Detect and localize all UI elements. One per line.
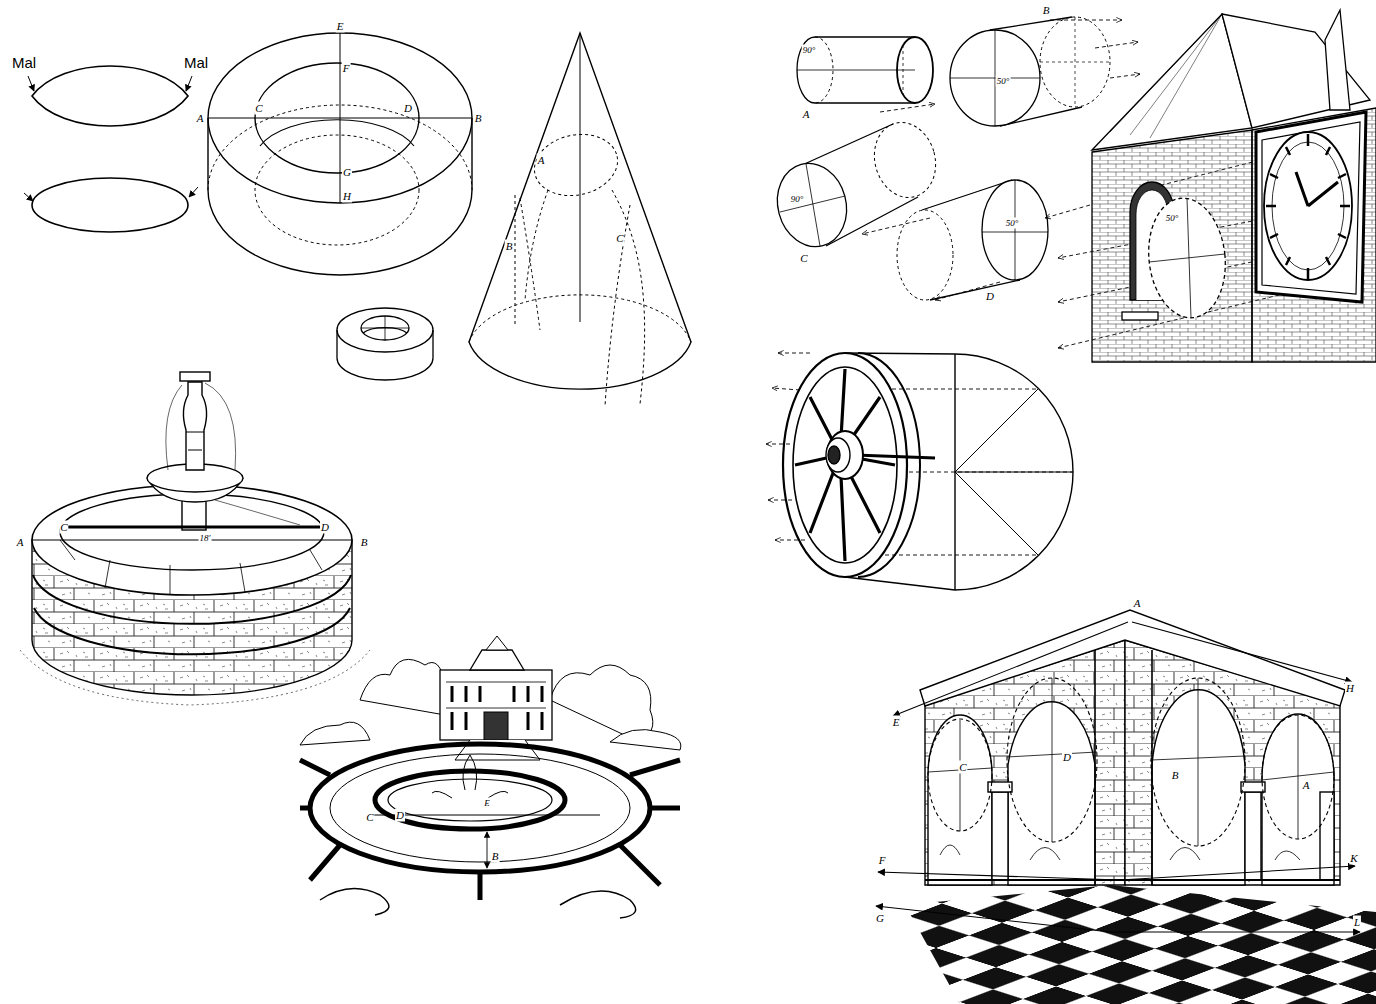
point-letter: B xyxy=(505,240,514,253)
point-letter: E xyxy=(892,716,901,729)
point-letter: A xyxy=(16,536,25,549)
cylinder-b xyxy=(950,17,1110,126)
point-letter: D xyxy=(1062,751,1072,764)
cylinder-d xyxy=(897,180,1048,300)
ring-cylinder xyxy=(208,33,472,275)
point-letter: F xyxy=(878,854,887,867)
point-letter: 50° xyxy=(1165,213,1180,224)
ellipse-examples xyxy=(32,66,188,232)
point-letter: B xyxy=(1042,4,1051,17)
point-letter: D xyxy=(320,521,330,534)
point-letter: K xyxy=(1349,852,1358,865)
point-letter: H xyxy=(1345,682,1355,695)
point-letter: B xyxy=(360,536,369,549)
point-letter: G xyxy=(342,166,352,179)
point-letter: B xyxy=(1171,769,1180,782)
point-letter: C xyxy=(59,521,68,534)
error-label: Mal xyxy=(183,54,209,71)
point-letter: A xyxy=(1302,779,1311,792)
point-letter: 18' xyxy=(199,533,212,544)
point-letter: C xyxy=(958,761,967,774)
point-letter: C xyxy=(799,252,808,265)
clock-tower xyxy=(1092,10,1376,362)
wheel-projection-arrows xyxy=(766,353,810,540)
point-letter: G xyxy=(875,912,885,925)
cone xyxy=(469,33,691,406)
point-letter: 50° xyxy=(1005,218,1020,229)
point-letter: D xyxy=(395,809,405,822)
point-letter: A xyxy=(196,112,205,125)
point-letter: A xyxy=(537,154,546,167)
arcade-floor xyxy=(880,880,1376,1004)
cylinder-a xyxy=(797,37,933,103)
stone-fountain xyxy=(20,372,370,705)
point-letter: 90° xyxy=(802,45,817,56)
point-letter: D xyxy=(985,290,995,303)
point-letter: C xyxy=(615,232,624,245)
small-ring xyxy=(337,308,433,380)
point-letter: E xyxy=(336,20,345,33)
point-letter: F xyxy=(342,62,351,75)
point-letter: 50° xyxy=(996,76,1011,87)
point-letter: D xyxy=(403,102,413,115)
cylinder-c xyxy=(768,116,944,255)
point-letter: L xyxy=(1353,916,1361,929)
point-letter: A xyxy=(802,108,811,121)
arcade xyxy=(876,610,1360,932)
error-label: Mal xyxy=(11,54,37,71)
point-letter: A xyxy=(1133,597,1142,610)
point-letter: 90° xyxy=(790,194,805,205)
pointer-arrows xyxy=(24,76,198,201)
point-letter: H xyxy=(342,190,352,203)
point-letter: B xyxy=(474,112,483,125)
garden-scene xyxy=(300,636,681,918)
point-letter: B xyxy=(491,850,500,863)
point-letter: E xyxy=(483,798,491,809)
point-letter: C xyxy=(365,811,374,824)
wagon-wheel xyxy=(783,353,1073,590)
point-letter: C xyxy=(254,102,263,115)
